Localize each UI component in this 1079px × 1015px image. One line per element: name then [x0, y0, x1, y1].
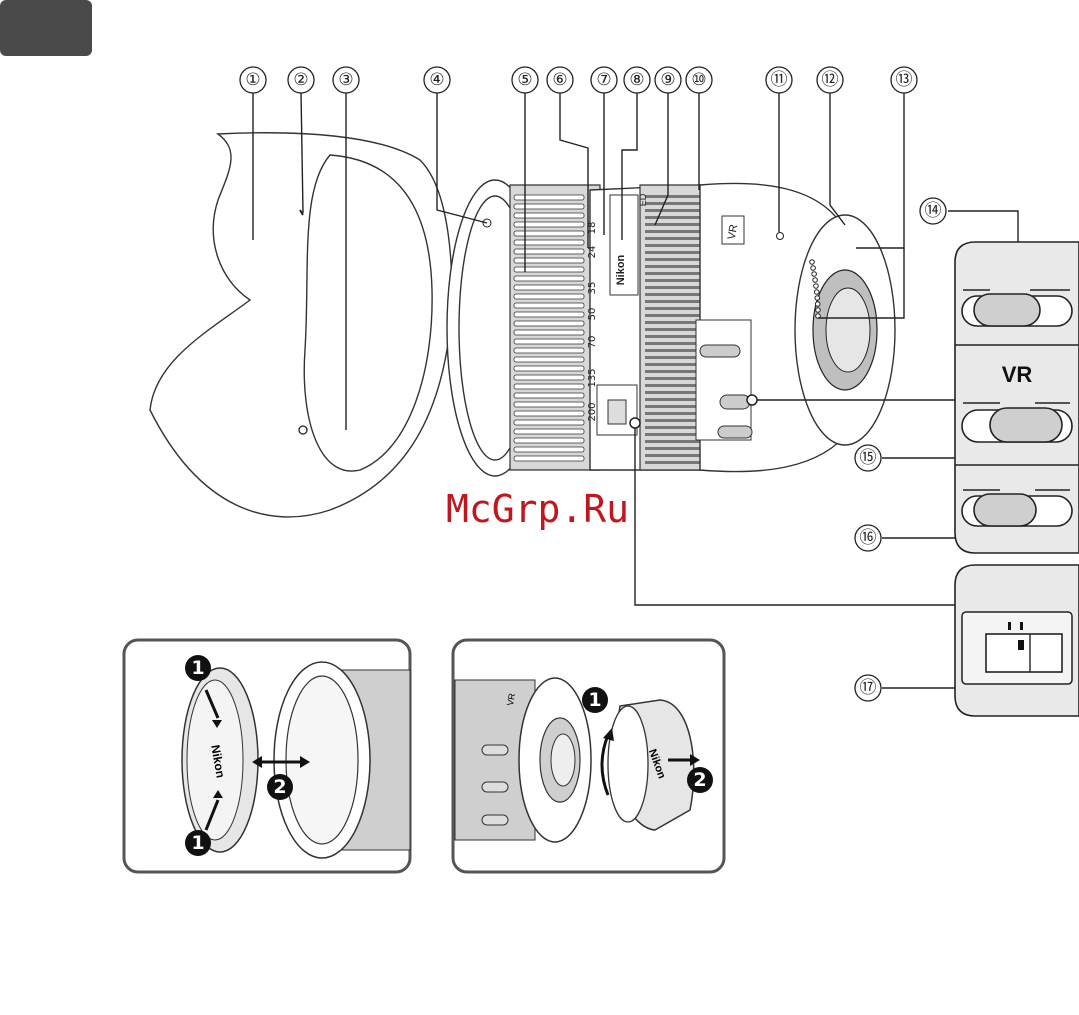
switch-14-knob[interactable] — [974, 294, 1040, 326]
zoom-mark: 70 — [587, 336, 598, 349]
vr-panel-label: VR — [1002, 362, 1033, 387]
zoom-rib — [514, 330, 584, 335]
callout-8: ⑧ — [624, 67, 650, 93]
callout-17: ⑰ — [855, 675, 881, 701]
zoom-rib — [514, 276, 584, 281]
callout-16: ⑯ — [855, 525, 881, 551]
lens-body: VR Nikon ED — [447, 180, 895, 476]
zoom-mark: 35 — [587, 282, 598, 295]
cpu-contact — [816, 308, 821, 313]
inset-rear-cap: VR Nikon 1 2 — [453, 640, 724, 872]
cpu-contact — [811, 266, 816, 271]
zoom-rib — [514, 438, 584, 443]
zoom-rib — [514, 393, 584, 398]
zoom-mark: 135 — [587, 368, 598, 387]
svg-text:⑦: ⑦ — [596, 70, 611, 90]
cpu-contact — [814, 290, 819, 295]
svg-text:⑰: ⑰ — [860, 678, 877, 698]
svg-text:⑪: ⑪ — [771, 70, 788, 90]
cpu-contact — [810, 260, 815, 265]
callout-6: ⑥ — [547, 67, 573, 93]
rear-step-2: 2 — [693, 769, 706, 791]
svg-text:⑮: ⑮ — [860, 448, 877, 468]
zoom-rib — [514, 384, 584, 389]
callout-2: ② — [288, 67, 314, 93]
corner-tab — [0, 0, 92, 56]
svg-text:⑥: ⑥ — [552, 70, 567, 90]
rear-step-1: 1 — [588, 689, 601, 711]
svg-text:⑧: ⑧ — [629, 70, 644, 90]
zoom-rib — [514, 294, 584, 299]
cpu-contact — [813, 278, 818, 283]
inset-front-cap: Nikon 1 1 2 — [124, 640, 410, 872]
zoom-rib — [514, 348, 584, 353]
zoom-rib — [514, 339, 584, 344]
callout-13: ⑬ — [891, 67, 917, 93]
callout-12: ⑫ — [817, 67, 843, 93]
zoom-rib — [514, 357, 584, 362]
zoom-mark: 50 — [587, 308, 598, 321]
svg-text:①: ① — [245, 70, 260, 90]
zoom-rib — [514, 312, 584, 317]
svg-text:⑨: ⑨ — [660, 70, 675, 90]
zoom-rib — [514, 420, 584, 425]
svg-text:⑤: ⑤ — [517, 70, 532, 90]
zoom-mark: 200 — [587, 402, 598, 421]
svg-text:⑬: ⑬ — [896, 70, 913, 90]
callout-3: ③ — [333, 67, 359, 93]
switch-16-knob[interactable] — [974, 494, 1036, 526]
cpu-contact — [815, 302, 820, 307]
lens-ed-mark: ED — [638, 193, 648, 206]
zoom-rib — [514, 402, 584, 407]
svg-text:②: ② — [293, 70, 308, 90]
svg-text:⑩: ⑩ — [691, 70, 706, 90]
front-step-1-bottom: 1 — [191, 832, 204, 854]
lens-brand: Nikon — [615, 254, 627, 285]
zoom-rib — [514, 303, 584, 308]
zoom-rib — [514, 447, 584, 452]
zoom-lock-panel — [955, 565, 1079, 716]
callout-4: ④ — [424, 67, 450, 93]
zoom-rib — [514, 366, 584, 371]
svg-text:⑫: ⑫ — [822, 70, 839, 90]
lens-hood — [150, 133, 452, 517]
svg-text:⑭: ⑭ — [925, 201, 942, 221]
zoom-rib — [514, 411, 584, 416]
cpu-contact — [815, 296, 820, 301]
callout-14: ⑭ — [920, 198, 946, 224]
watermark: McGrp.Ru — [446, 487, 629, 531]
zoom-lock-switch[interactable] — [986, 634, 1062, 672]
zoom-rib — [514, 429, 584, 434]
callout-5: ⑤ — [512, 67, 538, 93]
callout-15: ⑮ — [855, 445, 881, 471]
svg-text:⑯: ⑯ — [860, 528, 877, 548]
callout-1: ① — [240, 67, 266, 93]
svg-text:④: ④ — [429, 70, 444, 90]
front-step-1-top: 1 — [191, 657, 204, 679]
cpu-contact — [812, 272, 817, 277]
front-step-2: 2 — [273, 776, 286, 798]
cpu-contact — [814, 284, 819, 289]
callout-10: ⑩ — [686, 67, 712, 93]
callout-9: ⑨ — [655, 67, 681, 93]
switch-15-knob[interactable] — [990, 408, 1062, 442]
zoom-rib — [514, 285, 584, 290]
zoom-rib — [514, 321, 584, 326]
switch-panel: VR — [955, 242, 1079, 553]
zoom-rib — [514, 375, 584, 380]
callout-7: ⑦ — [591, 67, 617, 93]
zoom-rib — [514, 456, 584, 461]
svg-text:③: ③ — [338, 70, 353, 90]
callout-11: ⑪ — [766, 67, 792, 93]
